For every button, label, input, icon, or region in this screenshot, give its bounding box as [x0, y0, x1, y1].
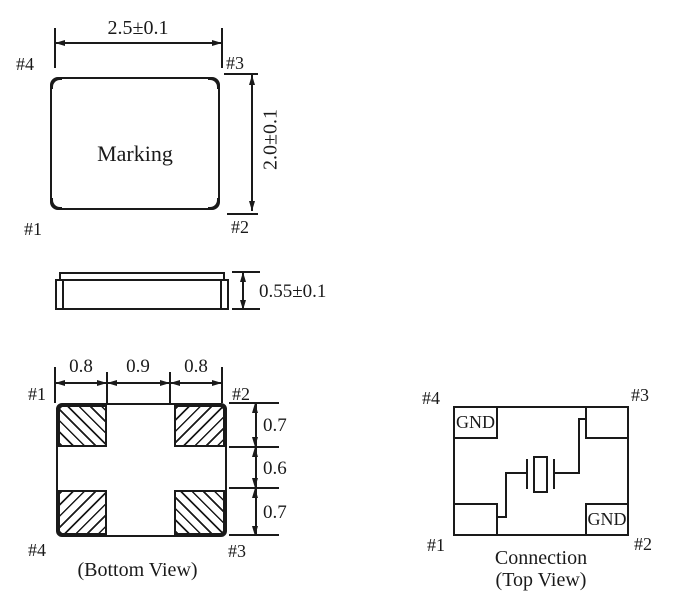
gnd-label: GND [587, 509, 627, 529]
extension-line [232, 271, 260, 273]
arrowhead-up [252, 488, 258, 498]
gnd-pad-2: GND [585, 503, 629, 536]
wire [578, 418, 580, 474]
side-view-body [55, 279, 229, 310]
pad-height-dim-3: 0.7 [263, 502, 287, 523]
gnd-label: GND [456, 412, 495, 432]
extension-line [224, 73, 258, 75]
arrowhead-right [160, 380, 170, 386]
corner-notch [50, 77, 62, 89]
top-view-width-dim: 2.5±0.1 [107, 17, 169, 39]
side-view-endcap-line [220, 281, 222, 308]
corner-notch [215, 525, 227, 537]
side-view-thickness-dim: 0.55±0.1 [259, 281, 327, 302]
pad-height-dim-2: 0.6 [263, 458, 287, 479]
arrowhead-up [252, 447, 258, 457]
extension-line [221, 367, 223, 403]
top-view-height-dim: 2.0±0.1 [259, 109, 282, 170]
terminal-pad-3 [585, 406, 629, 439]
bottom-view-pin-4: #4 [28, 540, 46, 560]
extension-line [54, 28, 56, 68]
arrowhead-down [252, 437, 258, 447]
arrowhead-right [212, 380, 222, 386]
top-view-body [50, 77, 220, 210]
solder-pad-4 [58, 490, 107, 535]
extension-line [232, 308, 260, 310]
extension-line [221, 28, 223, 68]
wire [505, 472, 527, 474]
dimension-line [255, 403, 257, 536]
top-view-pin-3: #3 [226, 53, 244, 73]
connection-pin-4: #4 [422, 388, 440, 408]
dimension-line [55, 382, 222, 384]
wire [578, 418, 587, 420]
connection-pin-2: #2 [634, 534, 652, 554]
pad-width-dim-3: 0.8 [184, 356, 208, 377]
arrowhead-up [249, 75, 255, 85]
pad-width-dim-1: 0.8 [69, 356, 93, 377]
arrowhead-down [249, 201, 255, 211]
arrowhead-down [252, 478, 258, 488]
solder-pad-1 [58, 405, 107, 447]
bottom-view-caption: (Bottom View) [77, 559, 198, 581]
arrowhead-down [252, 526, 258, 536]
dimension-line [55, 42, 222, 44]
arrowhead-up [240, 272, 246, 282]
wire [496, 516, 507, 518]
wire [505, 472, 507, 518]
gnd-pad-4: GND [453, 406, 498, 439]
bottom-view-pin-1: #1 [28, 384, 46, 404]
top-view-pin-1: #1 [24, 219, 42, 239]
arrowhead-left [55, 380, 65, 386]
top-view-pin-2: #2 [231, 217, 249, 237]
terminal-pad-1 [453, 503, 498, 536]
arrowhead-left [107, 380, 117, 386]
connection-caption-line2: (Top View) [495, 569, 587, 591]
arrowhead-up [252, 403, 258, 413]
arrowhead-right [212, 40, 222, 46]
corner-notch [208, 77, 220, 89]
arrowhead-right [97, 380, 107, 386]
top-view-pin-4: #4 [16, 54, 34, 74]
corner-notch [208, 198, 220, 210]
solder-pad-2 [174, 405, 225, 447]
crystal-plate-left [526, 459, 528, 489]
connection-pin-1: #1 [427, 535, 445, 555]
side-view-endcap-line [62, 281, 64, 308]
arrowhead-left [55, 40, 65, 46]
crystal-symbol-rect [533, 456, 548, 493]
marking-label: Marking [97, 141, 173, 166]
extension-line [227, 213, 258, 215]
bottom-view-pin-3: #3 [228, 541, 246, 561]
arrowhead-left [170, 380, 180, 386]
corner-notch [56, 403, 68, 415]
crystal-plate-right [553, 459, 555, 489]
dimension-line [251, 75, 253, 211]
dimension-line [242, 272, 244, 310]
bottom-view-pin-2: #2 [232, 384, 250, 404]
extension-line [169, 372, 171, 403]
corner-notch [215, 403, 227, 415]
corner-notch [56, 525, 68, 537]
arrowhead-down [240, 300, 246, 310]
connection-caption-line1: Connection [494, 547, 588, 569]
pad-width-dim-2: 0.9 [126, 356, 150, 377]
extension-line [106, 372, 108, 403]
wire [555, 472, 580, 474]
pad-height-dim-1: 0.7 [263, 415, 287, 436]
corner-notch [50, 198, 62, 210]
connection-pin-3: #3 [631, 385, 649, 405]
solder-pad-3 [174, 490, 225, 535]
